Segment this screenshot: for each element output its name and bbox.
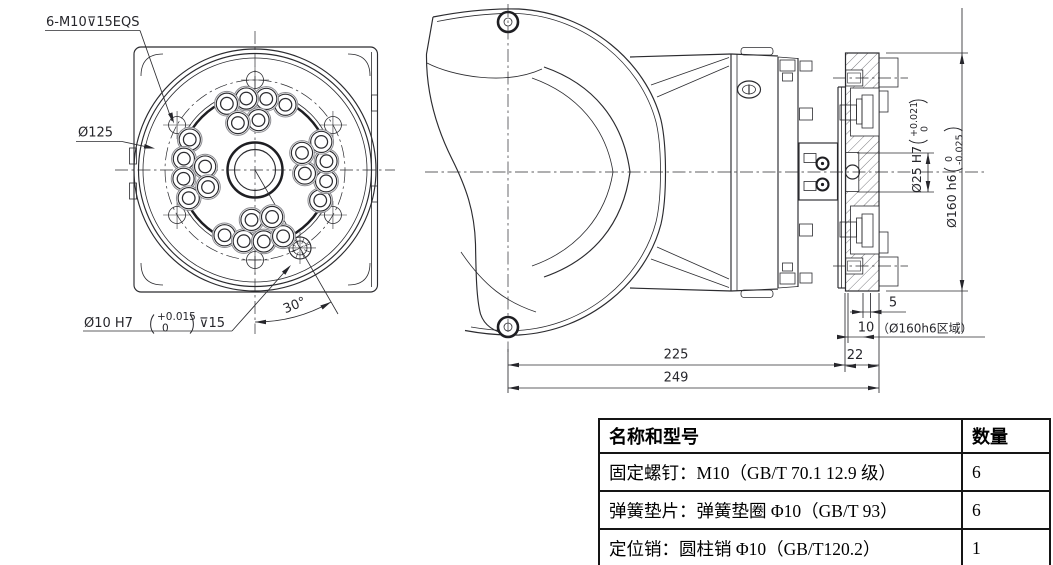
svg-text:+0.015: +0.015 [157,311,196,323]
part-qty: 6 [961,452,1051,492]
table-row: 弹簧垫片：弹簧垫圈 Φ10（GB/T 93） 6 [598,490,1051,530]
parts-table-header-row: 名称和型号 数量 [598,418,1051,454]
top-lug [740,47,774,56]
dimension-arrowheads [143,53,965,391]
pin-callout: Ø10 H7 +0.015 0 ⊽15 [83,266,290,335]
header-name-model: 名称和型号 [598,418,963,454]
dim-5: 5 [889,296,897,311]
svg-text:Ø25 H7: Ø25 H7 [909,146,924,193]
svg-text:Ø10 H7: Ø10 H7 [84,316,133,331]
part-name: 固定螺钉：M10（GB/T 70.1 12.9 级） [598,452,963,492]
svg-text:⊽15: ⊽15 [199,316,225,331]
table-row: 固定螺钉：M10（GB/T 70.1 12.9 级） 6 [598,452,1051,492]
grease-port [736,80,762,99]
part-name: 定位销：圆柱销 Φ10（GB/T120.2） [598,528,963,565]
part-qty: 1 [961,528,1051,565]
svg-text:0: 0 [920,126,931,132]
parts-table: 名称和型号 数量 固定螺钉：M10（GB/T 70.1 12.9 级） 6 弹簧… [598,418,1051,565]
svg-text:Ø160 h6: Ø160 h6 [944,174,959,228]
pilot-bore-label: Ø25 H7 +0.021 0 [908,99,931,193]
part-name: 弹簧垫片：弹簧垫圈 Φ10（GB/T 93） [598,490,963,530]
bolt-circle-dia-label: Ø125 [78,126,113,141]
dim-249: 249 [664,371,689,386]
dimensions: 6-M10⊽15EQS Ø125 Ø10 H7 +0.015 0 ⊽15 30° [45,8,985,393]
dim-10: 10 [858,321,875,336]
front-view [115,31,395,334]
svg-text:0: 0 [162,323,169,335]
angle-label: 30° [281,294,308,317]
dim-10-note: （Ø160h6区域） [877,322,973,336]
bolt-holes-and-screws [163,66,347,274]
flange-dia-label: Ø160 h6 0 -0.025 [943,127,966,228]
bottom-lug [740,289,774,298]
svg-text:+0.021: +0.021 [909,102,920,137]
bolt-callout-label: 6-M10⊽15EQS [46,15,139,30]
part-qty: 6 [961,490,1051,530]
side-view [425,4,985,352]
header-quantity: 数量 [961,418,1051,454]
dim-225: 225 [664,348,689,363]
svg-text:0: 0 [944,156,955,162]
center-bracket [798,142,839,201]
dim-22: 22 [847,348,864,363]
svg-text:-0.025: -0.025 [955,134,966,165]
table-row: 定位销：圆柱销 Φ10（GB/T120.2） 1 [598,528,1051,565]
